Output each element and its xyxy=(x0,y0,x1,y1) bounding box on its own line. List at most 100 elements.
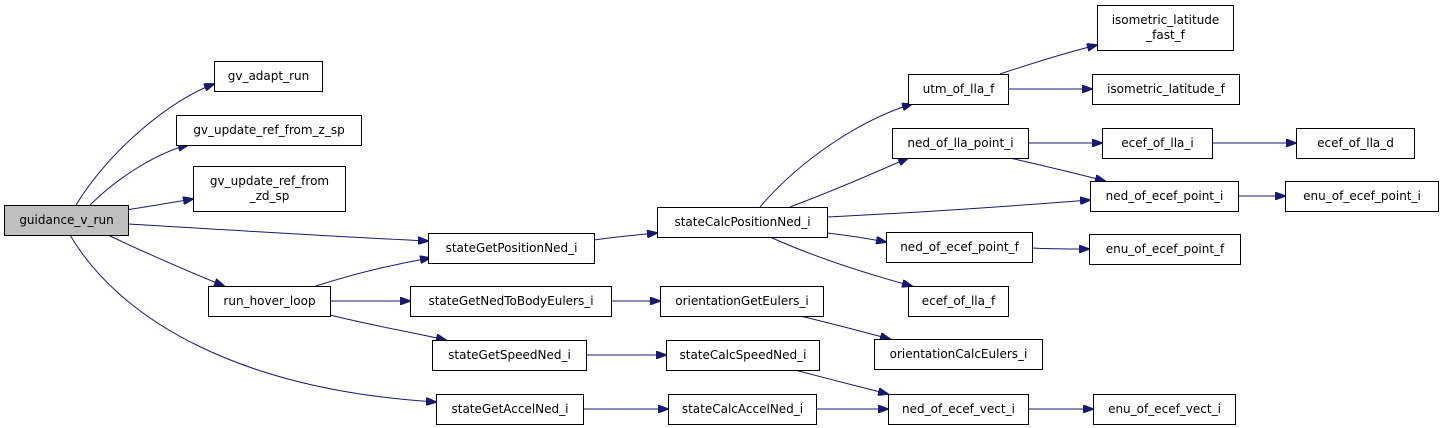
node-label: ecef_of_lla_f xyxy=(922,294,996,308)
node-ned-of-lla-point-i[interactable]: ned_of_lla_point_i xyxy=(892,128,1029,159)
edge-run_hover_loop-to-stateGetPositionNed_i xyxy=(315,258,430,287)
node-enu-of-ecef-point-i[interactable]: enu_of_ecef_point_i xyxy=(1285,181,1439,212)
node-box xyxy=(1102,128,1213,159)
node-utm-of-lla-f[interactable]: utm_of_lla_f xyxy=(908,74,1009,105)
node-box xyxy=(660,286,824,317)
node-stateCalcAccelNed-i[interactable]: stateCalcAccelNed_i xyxy=(668,394,817,425)
node-gv-update-ref-from-zd-sp[interactable]: gv_update_ref_from_zd_sp xyxy=(193,166,346,212)
node-label: isometric_latitude xyxy=(1112,13,1220,27)
node-label: ned_of_lla_point_i xyxy=(907,136,1013,150)
node-box xyxy=(1097,5,1234,51)
node-box xyxy=(4,205,129,236)
node-box xyxy=(1285,181,1439,212)
node-gv-adapt-run[interactable]: gv_adapt_run xyxy=(214,61,323,92)
node-label: stateCalcAccelNed_i xyxy=(682,402,803,416)
node-box xyxy=(892,128,1029,159)
node-ned-of-ecef-point-i[interactable]: ned_of_ecef_point_i xyxy=(1090,181,1239,212)
node-isometric-latitude-fast-f[interactable]: isometric_latitude_fast_f xyxy=(1097,5,1234,51)
node-box xyxy=(886,232,1033,263)
node-label: stateGetAccelNed_i xyxy=(451,402,568,416)
node-label: ned_of_ecef_vect_i xyxy=(902,402,1015,416)
node-label: _fast_f xyxy=(1145,28,1186,42)
node-box xyxy=(1296,128,1415,159)
node-stateGetAccelNed-i[interactable]: stateGetAccelNed_i xyxy=(436,394,584,425)
node-box xyxy=(1092,74,1240,105)
edge-orientationGetEulers_i-to-orientationCalcEulers_i xyxy=(799,315,890,339)
node-label: guidance_v_run xyxy=(19,213,113,227)
node-label: stateCalcSpeedNed_i xyxy=(680,348,807,362)
edge-guidance_v_run-to-gv_adapt_run xyxy=(75,84,214,206)
edges-layer xyxy=(69,45,1296,409)
node-box xyxy=(436,394,584,425)
node-guidance-v-run[interactable]: guidance_v_run xyxy=(4,205,129,236)
node-ecef-of-lla-f[interactable]: ecef_of_lla_f xyxy=(908,286,1009,317)
node-label: orientationCalcEulers_i xyxy=(890,347,1028,361)
node-stateCalcSpeedNed-i[interactable]: stateCalcSpeedNed_i xyxy=(666,340,820,371)
node-box xyxy=(208,286,331,317)
node-label: stateGetNedToBodyEulers_i xyxy=(428,294,593,308)
node-label: enu_of_ecef_point_f xyxy=(1106,242,1225,256)
node-box xyxy=(668,394,817,425)
edge-stateCalcPositionNed_i-to-ned_of_lla_point_i xyxy=(789,158,908,208)
node-box xyxy=(888,394,1029,425)
node-ecef-of-lla-d[interactable]: ecef_of_lla_d xyxy=(1296,128,1415,159)
node-label: _zd_sp xyxy=(249,189,290,203)
node-box xyxy=(657,207,828,238)
edge-run_hover_loop-to-stateGetSpeedNed_i xyxy=(329,314,446,340)
node-label: ecef_of_lla_i xyxy=(1121,136,1194,150)
node-box xyxy=(908,74,1009,105)
node-orientationGetEulers-i[interactable]: orientationGetEulers_i xyxy=(660,286,824,317)
node-ecef-of-lla-i[interactable]: ecef_of_lla_i xyxy=(1102,128,1213,159)
node-label: utm_of_lla_f xyxy=(923,82,996,96)
node-label: gv_update_ref_from_z_sp xyxy=(193,123,344,137)
node-label: enu_of_ecef_point_i xyxy=(1303,189,1421,203)
edge-ned_of_ecef_point_f-to-enu_of_ecef_point_f xyxy=(1031,248,1089,249)
node-box xyxy=(176,115,362,146)
edge-guidance_v_run-to-gv_update_ref_from_z_sp xyxy=(89,145,188,206)
node-ned-of-ecef-point-f[interactable]: ned_of_ecef_point_f xyxy=(886,232,1033,263)
edge-stateCalcSpeedNed_i-to-ned_of_ecef_vect_i xyxy=(794,369,888,394)
node-run-hover-loop[interactable]: run_hover_loop xyxy=(208,286,331,317)
node-box xyxy=(193,166,346,212)
edge-guidance_v_run-to-gv_update_ref_from_zd_sp xyxy=(125,199,193,211)
edge-guidance_v_run-to-stateGetAccelNed_i xyxy=(69,234,436,402)
node-label: ned_of_ecef_point_i xyxy=(1106,189,1224,203)
node-box xyxy=(1089,234,1241,265)
edge-stateCalcPositionNed_i-to-ecef_of_lla_f xyxy=(769,236,912,286)
node-box xyxy=(666,340,820,371)
node-stateGetPositionNed-i[interactable]: stateGetPositionNed_i xyxy=(428,233,595,264)
node-ned-of-ecef-vect-i[interactable]: ned_of_ecef_vect_i xyxy=(888,394,1029,425)
node-isometric-latitude-f[interactable]: isometric_latitude_f xyxy=(1092,74,1240,105)
node-enu-of-ecef-vect-i[interactable]: enu_of_ecef_vect_i xyxy=(1093,394,1236,425)
node-box xyxy=(874,339,1043,370)
node-label: stateGetSpeedNed_i xyxy=(448,348,571,362)
node-box xyxy=(908,286,1009,317)
node-label: stateGetPositionNed_i xyxy=(446,241,578,255)
node-label: ned_of_ecef_point_f xyxy=(900,240,1019,254)
node-label: isometric_latitude_f xyxy=(1107,82,1226,96)
node-label: ecef_of_lla_d xyxy=(1317,136,1394,150)
edge-stateGetPositionNed_i-to-stateCalcPositionNed_i xyxy=(593,233,657,241)
node-label: orientationGetEulers_i xyxy=(675,294,808,308)
node-label: gv_update_ref_from xyxy=(210,174,329,188)
edge-stateCalcPositionNed_i-to-ned_of_ecef_point_f xyxy=(826,232,886,242)
node-stateGetSpeedNed-i[interactable]: stateGetSpeedNed_i xyxy=(432,340,587,371)
node-gv-update-ref-from-z-sp[interactable]: gv_update_ref_from_z_sp xyxy=(176,115,362,146)
node-stateGetNedToBodyEulers-i[interactable]: stateGetNedToBodyEulers_i xyxy=(410,286,612,317)
edge-guidance_v_run-to-stateGetPositionNed_i xyxy=(127,223,428,241)
node-stateCalcPositionNed-i[interactable]: stateCalcPositionNed_i xyxy=(657,207,828,238)
edge-utm_of_lla_f-to-isometric_latitude_fast_f xyxy=(999,45,1097,75)
edge-stateCalcPositionNed_i-to-utm_of_lla_f xyxy=(759,104,912,208)
nodes-layer: guidance_v_run gv_adapt_run gv_update_ref_… xyxy=(4,5,1439,425)
node-label: enu_of_ecef_vect_i xyxy=(1108,402,1221,416)
node-enu-of-ecef-point-f[interactable]: enu_of_ecef_point_f xyxy=(1089,234,1241,265)
node-box xyxy=(432,340,587,371)
node-box xyxy=(428,233,595,264)
node-label: stateCalcPositionNed_i xyxy=(674,215,810,229)
node-box xyxy=(410,286,612,317)
node-box xyxy=(214,61,323,92)
node-orientationCalcEulers-i[interactable]: orientationCalcEulers_i xyxy=(874,339,1043,370)
node-label: gv_adapt_run xyxy=(228,69,310,83)
node-box xyxy=(1093,394,1236,425)
